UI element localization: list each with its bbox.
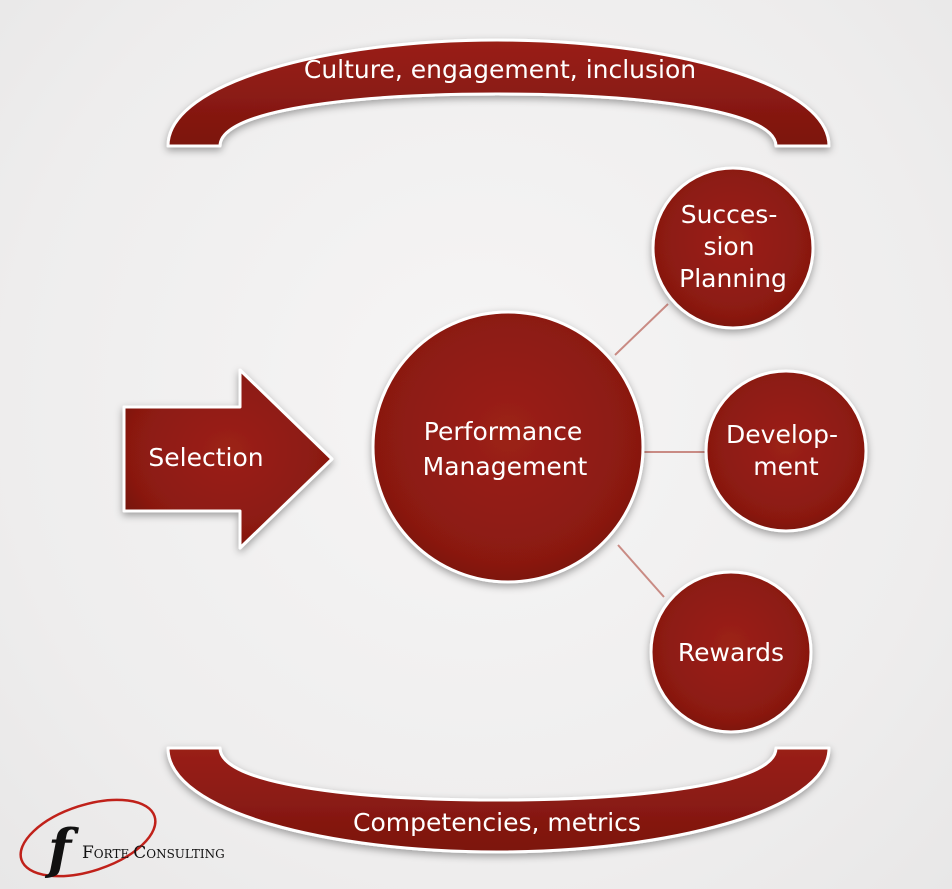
selection-arrow bbox=[122, 368, 334, 550]
logo-wordmark: FORTE CONSULTING bbox=[82, 843, 225, 863]
bottom-band-label: Competencies, metrics bbox=[353, 808, 641, 837]
development-circle bbox=[704, 369, 868, 533]
succession-label: Succes- sion Planning bbox=[679, 200, 787, 293]
development-line1: Develop- bbox=[726, 420, 838, 449]
logo-rest-orte: ORTE bbox=[94, 847, 129, 861]
connectors bbox=[614, 303, 706, 598]
selection-label: Selection bbox=[148, 443, 263, 472]
succession-line2: sion bbox=[703, 232, 754, 261]
center-circle bbox=[371, 310, 645, 584]
succession-line3: Planning bbox=[679, 264, 787, 293]
development-line2: ment bbox=[753, 452, 819, 481]
connector-rewards bbox=[617, 544, 665, 598]
rewards-circle bbox=[649, 570, 813, 734]
bottom-band bbox=[166, 746, 831, 854]
rewards-label: Rewards bbox=[678, 638, 784, 667]
selection-arrow-shape bbox=[122, 368, 334, 550]
logo-cap-c: C bbox=[133, 843, 146, 863]
top-band-shape bbox=[166, 38, 831, 148]
top-band bbox=[166, 38, 831, 148]
logo-cap-f: F bbox=[82, 843, 94, 863]
center-label-line2: Management bbox=[423, 452, 588, 481]
top-band-label: Culture, engagement, inclusion bbox=[304, 55, 696, 84]
logo-f-mark: f bbox=[44, 817, 79, 881]
bottom-band-shape bbox=[166, 746, 831, 854]
succession-line1: Succes- bbox=[681, 200, 778, 229]
logo-rest-onsulting: ONSULTING bbox=[146, 847, 225, 861]
succession-circle bbox=[651, 166, 815, 330]
center-label: Performance Management bbox=[423, 417, 591, 481]
center-label-line1: Performance bbox=[424, 417, 582, 446]
forte-consulting-logo: f FORTE CONSULTING bbox=[19, 798, 225, 881]
development-label: Develop- ment bbox=[726, 420, 846, 481]
connector-succession bbox=[614, 303, 669, 356]
logo-ring bbox=[19, 798, 157, 878]
